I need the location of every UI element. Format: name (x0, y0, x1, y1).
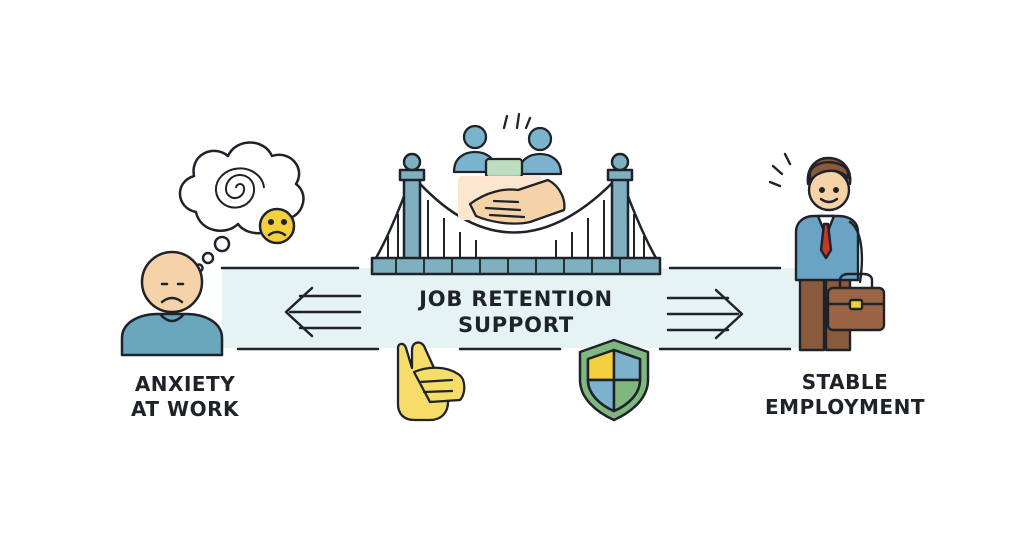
pathway-band (222, 268, 807, 348)
left-label-line-1: ANXIETY (134, 372, 236, 396)
team-handshake-icon (452, 112, 566, 225)
job-retention-support-label: JOB RETENTION SUPPORT (380, 286, 652, 339)
shield-icon (578, 338, 650, 422)
right-label-line-1: STABLE (801, 370, 889, 394)
arrow-right-icon (666, 288, 744, 340)
arrow-left-icon (284, 286, 362, 338)
left-label-line-2: AT WORK (131, 397, 239, 421)
sad-face-icon (258, 207, 296, 245)
right-label-line-2: EMPLOYMENT (765, 395, 925, 419)
stable-employment-label: STABLE EMPLOYMENT (740, 370, 950, 420)
center-label-line-2: SUPPORT (458, 313, 574, 338)
pathway-lines (220, 266, 792, 351)
stop-hand-icon (396, 341, 466, 422)
suspension-bridge-icon (370, 152, 662, 276)
anxious-person-icon (120, 250, 224, 357)
thought-cloud-icon (178, 141, 305, 273)
center-label-line-1: JOB RETENTION (419, 287, 613, 311)
anxiety-at-work-label: ANXIETY AT WORK (100, 372, 270, 422)
briefcase-icon (826, 272, 886, 332)
